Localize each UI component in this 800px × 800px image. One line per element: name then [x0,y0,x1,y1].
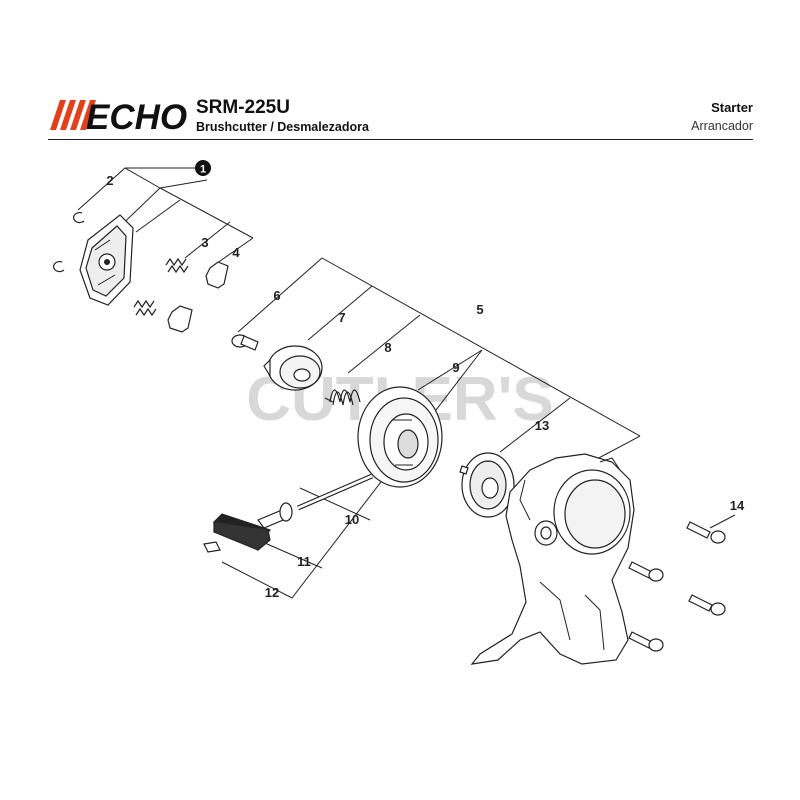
callout-10: 10 [345,512,359,527]
callout-7: 7 [338,310,345,325]
callout-12: 12 [265,585,279,600]
housing-screw-part [628,521,726,652]
header-divider [48,139,753,140]
callout-1: 1 [200,164,206,176]
product-subtitle: Brushcutter / Desmalezadora [196,120,369,134]
starter-housing-part [470,453,635,665]
pawl-part [167,261,229,333]
model-number: SRM-225U [196,97,290,118]
callout-3: 3 [201,235,208,250]
section-title: Starter [711,100,753,115]
callout-labels: 1 2 3 4 5 6 7 8 9 10 11 12 13 14 [106,160,745,600]
callout-4: 4 [232,245,240,260]
pawl-spring-part [133,257,189,317]
callout-13: 13 [535,418,549,433]
section-title-spanish: Arrancador [691,119,753,133]
starter-rope-part [297,473,373,511]
screw-part [231,334,259,351]
callout-6: 6 [273,288,280,303]
reel-part [357,386,443,488]
callout-2: 2 [106,173,113,188]
grip-insert-part [203,541,221,553]
callout-11: 11 [297,554,311,569]
washer-part [459,452,515,518]
callout-1-badge [195,160,211,176]
recoil-spring-part [324,389,361,406]
starter-handle-part [212,502,293,551]
leader-lines [77,167,736,599]
reel-cover-part [263,345,323,391]
callout-5: 5 [476,302,483,317]
callout-14: 14 [730,498,745,513]
e-clip-part [53,212,85,273]
callout-9: 9 [452,360,459,375]
ratchet-plate-part [79,214,134,306]
callout-8: 8 [384,340,391,355]
